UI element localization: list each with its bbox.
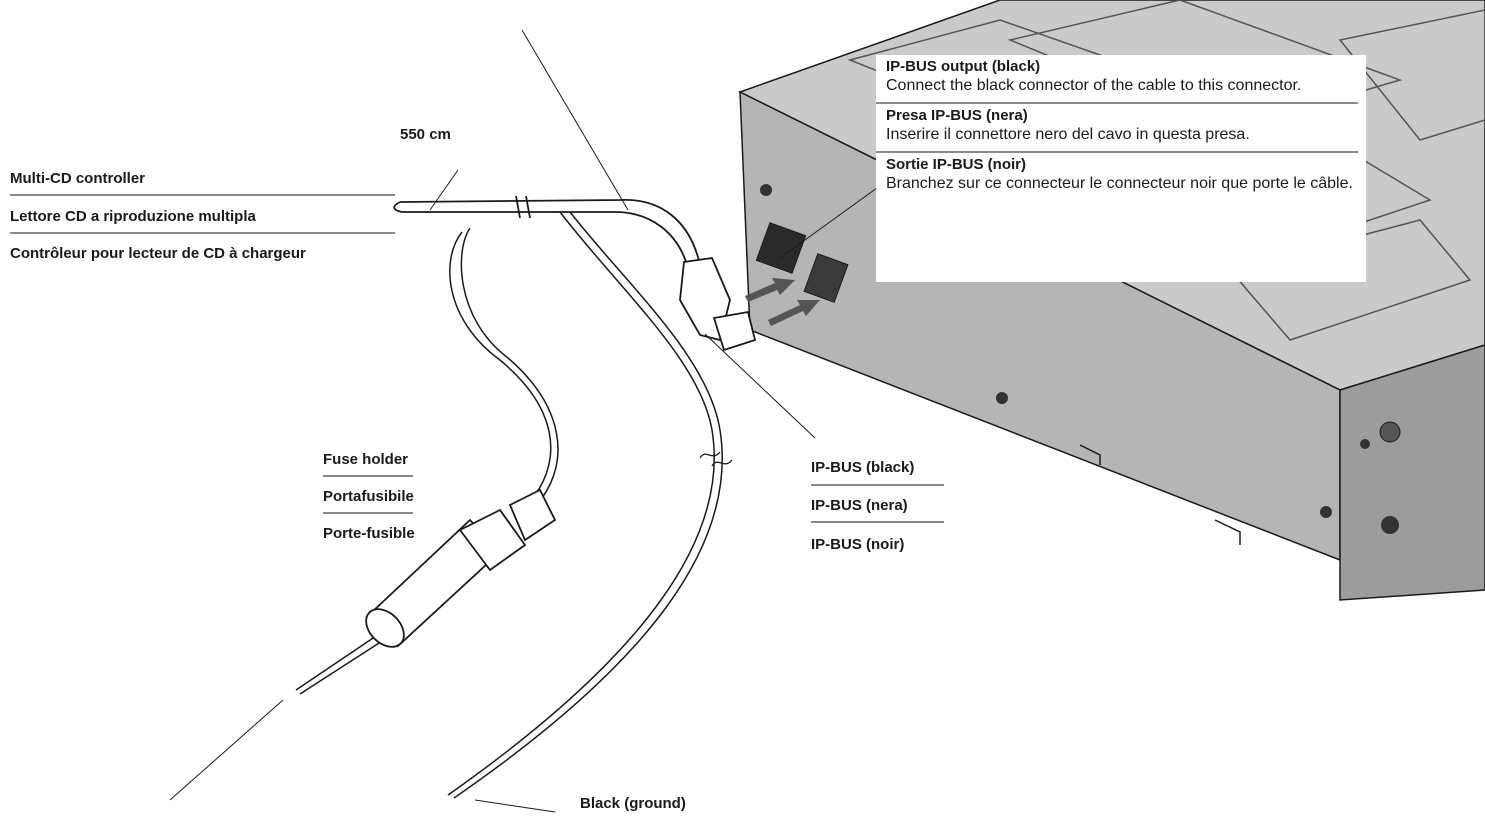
callout-text-it: Inserire il connettore nero del cavo in …: [886, 126, 1250, 143]
ipbus-plug-label-fr: IP-BUS (noir): [811, 536, 905, 553]
controller-label-en: Multi-CD controller: [10, 170, 145, 187]
label-divider: [811, 484, 944, 486]
ipbus-plug-label-it: IP-BUS (nera): [811, 497, 908, 514]
callout-text-fr: Branchez sur ce connecteur le connecteur…: [886, 175, 1353, 192]
ipbus-output-callout: IP-BUS output (black) Connect the black …: [876, 55, 1366, 282]
callout-section-en: IP-BUS output (black) Connect the black …: [876, 55, 1366, 98]
label-divider: [323, 475, 413, 477]
callout-section-fr: Sortie IP-BUS (noir) Branchez sur ce con…: [876, 153, 1366, 196]
callout-text-en: Connect the black connector of the cable…: [886, 77, 1302, 94]
callout-divider: [876, 151, 1358, 153]
fuse-holder-label-fr: Porte-fusible: [323, 525, 415, 542]
label-divider: [10, 194, 395, 196]
leader-lines: [169, 29, 889, 813]
ipbus-plug: [679, 257, 757, 352]
label-divider: [10, 232, 395, 234]
ipbus-plug-label-en: IP-BUS (black): [811, 459, 915, 476]
unit-side-face: [1339, 344, 1485, 601]
callout-heading-en: IP-BUS output (black): [886, 58, 1041, 75]
cable-length-label: 550 cm: [400, 126, 451, 143]
secondary-port: [803, 253, 849, 303]
insertion-arrows: [745, 278, 820, 326]
fuse-holder-label-it: Portafusibile: [323, 488, 414, 505]
label-divider: [811, 521, 944, 523]
ground-wire: [447, 211, 733, 799]
fuse-holder-label-en: Fuse holder: [323, 451, 409, 468]
ipbus-port: [755, 222, 807, 274]
fuse-holder: [365, 488, 557, 648]
ground-wire-label: Black (ground): [580, 795, 686, 812]
callout-section-it: Presa IP-BUS (nera) Inserire il connetto…: [876, 104, 1366, 147]
callout-divider: [876, 102, 1358, 104]
controller-label-it: Lettore CD a riproduzione multipla: [10, 208, 256, 225]
main-cable: [393, 195, 701, 269]
callout-heading-fr: Sortie IP-BUS (noir): [886, 156, 1027, 173]
label-divider: [323, 512, 413, 514]
callout-heading-it: Presa IP-BUS (nera): [886, 107, 1028, 124]
fuse-wire: [295, 227, 559, 695]
controller-label-fr: Contrôleur pour lecteur de CD à chargeur: [10, 245, 306, 262]
